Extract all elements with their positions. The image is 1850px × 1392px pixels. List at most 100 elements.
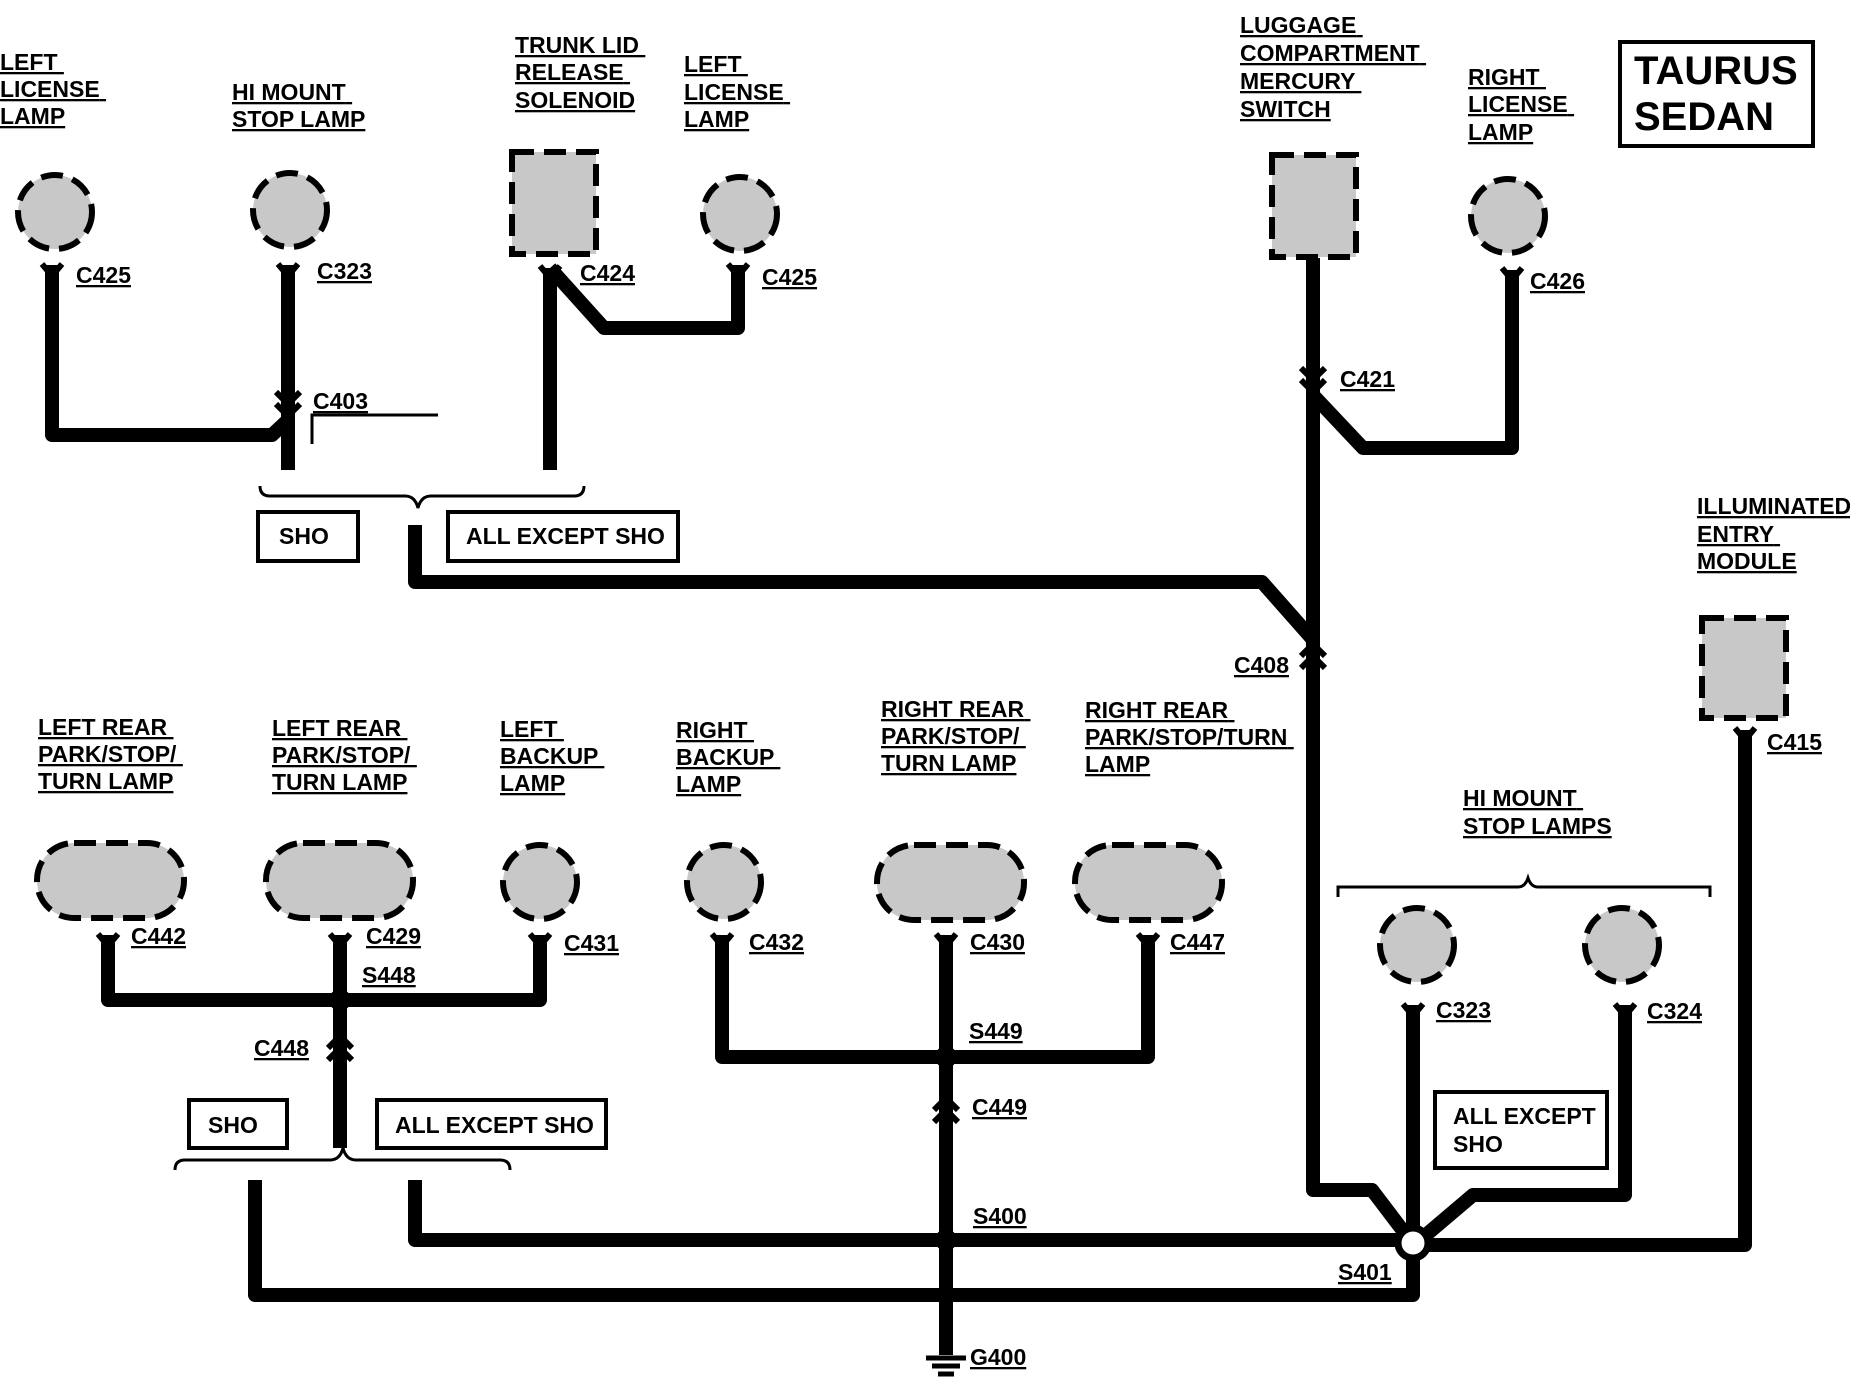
wire-c408-run xyxy=(408,525,1321,647)
right-backup-lamp xyxy=(684,842,764,922)
label-left-license-lamp-a: LEFT LICENSE LAMP xyxy=(0,49,106,129)
connector-c442: C442 xyxy=(131,923,186,949)
sho-box-top xyxy=(256,510,360,563)
sho-box-bottom xyxy=(187,1098,289,1150)
wire-all-except-sho-to-s400 xyxy=(408,1180,1413,1247)
all-except-sho-box-top xyxy=(446,510,680,563)
connector-c425-a: C425 xyxy=(76,262,131,288)
option-boxes: SHO ALL EXCEPT SHO SHO ALL EXCEPT SHO AL… xyxy=(187,510,1609,1170)
right-rear-park-stop-turn-lamp-a xyxy=(874,842,1027,923)
all-except-sho-right-line2: SHO xyxy=(1453,1131,1503,1157)
label-right-backup-lamp: RIGHT BACKUP LAMP xyxy=(676,717,780,797)
wire-c442-to-s448 xyxy=(101,935,547,1007)
c425-a-mark xyxy=(39,262,65,281)
wire-trunk-to-left-license xyxy=(544,263,745,335)
all-except-sho-box-right xyxy=(1433,1090,1609,1170)
c421-mark xyxy=(1298,365,1328,397)
left-license-lamp-a xyxy=(15,172,95,252)
c442-mark xyxy=(95,932,121,951)
components xyxy=(15,149,1789,985)
c415-mark xyxy=(1732,726,1758,745)
connector-c415: C415 xyxy=(1767,729,1822,755)
title-line2: SEDAN xyxy=(1634,95,1774,139)
connector-c324: C324 xyxy=(1647,998,1702,1024)
c431-mark xyxy=(527,932,553,951)
connector-c424: C424 xyxy=(580,260,635,286)
bracket-top xyxy=(258,485,586,509)
wire-c421-to-right-license xyxy=(1307,270,1519,455)
splice-s449: S449 xyxy=(969,1018,1023,1044)
connector-c432: C432 xyxy=(749,929,804,955)
connector-c323-b: C323 xyxy=(1436,997,1491,1023)
connector-labels: C425 C323 C424 C425 C403 C421 C426 C408 … xyxy=(76,258,1822,1370)
wire-hi-mount-c324-to-s401 xyxy=(1415,1005,1632,1246)
label-right-license-lamp: RIGHT LICENSE LAMP xyxy=(1468,64,1574,145)
all-except-sho-right-line1: ALL EXCEPT xyxy=(1453,1103,1596,1129)
label-left-rear-park-stop-turn-lamp-b: LEFT REAR PARK/STOP/ TURN LAMP xyxy=(272,715,417,795)
c403-leader xyxy=(310,413,438,444)
c323-b-mark xyxy=(1400,1002,1426,1021)
illuminated-entry-module xyxy=(1699,615,1789,721)
right-license-lamp xyxy=(1468,176,1548,256)
connector-c449: C449 xyxy=(972,1094,1027,1120)
trunk-lid-release-solenoid xyxy=(509,149,599,257)
c429-mark xyxy=(327,932,353,951)
splice-s448: S448 xyxy=(362,962,416,988)
connector-g400: G400 xyxy=(970,1344,1026,1370)
c447-mark xyxy=(1135,932,1161,951)
c324-mark xyxy=(1612,1002,1638,1021)
left-rear-park-stop-turn-lamp-a xyxy=(34,840,187,921)
c449-mark xyxy=(931,1093,961,1125)
title-frame xyxy=(1618,40,1815,148)
c426-mark xyxy=(1499,266,1525,285)
ground-symbol xyxy=(926,1355,966,1377)
wire-left-license-to-c403 xyxy=(45,265,293,442)
right-rear-park-stop-turn-lamp-b xyxy=(1072,842,1225,923)
label-right-rear-park-stop-turn-lamp-a: RIGHT REAR PARK/STOP/ TURN LAMP xyxy=(881,696,1031,776)
s448-dot xyxy=(329,989,351,1011)
splice-dots xyxy=(329,989,1432,1262)
left-backup-lamp xyxy=(500,842,580,922)
connector-c426: C426 xyxy=(1530,268,1585,294)
left-license-lamp-b xyxy=(700,174,780,254)
connector-c408: C408 xyxy=(1234,652,1289,678)
label-left-rear-park-stop-turn-lamp-a: LEFT REAR PARK/STOP/ TURN LAMP xyxy=(38,714,183,794)
wire-luggage-switch-to-s401 xyxy=(1306,258,1416,1245)
label-left-backup-lamp: LEFT BACKUP LAMP xyxy=(500,716,604,796)
c425-b-mark xyxy=(725,262,751,281)
title-line1: TAURUS xyxy=(1634,49,1798,93)
label-hi-mount-stop-lamps: HI MOUNT STOP LAMPS xyxy=(1463,785,1612,839)
title-box: TAURUS SEDAN xyxy=(1618,40,1815,148)
c432-mark xyxy=(709,932,735,951)
connector-c403: C403 xyxy=(313,388,368,414)
bracket-bottom xyxy=(173,1147,512,1171)
hi-mount-stop-lamp-left xyxy=(1377,905,1457,985)
label-luggage-compartment-mercury-switch: LUGGAGE COMPARTMENT MERCURY SWITCH xyxy=(1240,12,1426,122)
label-right-rear-park-stop-turn-lamp-b: RIGHT REAR PARK/STOP/TURN LAMP xyxy=(1085,697,1294,777)
c403-mark xyxy=(273,389,303,421)
hi-mount-stop-lamp-right xyxy=(1582,905,1662,985)
c448-mark xyxy=(325,1031,355,1063)
c424-mark xyxy=(537,264,563,283)
s401-dot xyxy=(1394,1224,1432,1262)
sho-top-label: SHO xyxy=(279,523,329,549)
connector-c431: C431 xyxy=(564,930,619,956)
brackets xyxy=(173,413,1712,1171)
label-trunk-lid-release-solenoid: TRUNK LID RELEASE SOLENOID xyxy=(515,32,645,113)
left-rear-park-stop-turn-lamp-b xyxy=(263,840,416,921)
wire-sho-to-s401 xyxy=(248,1180,1420,1302)
bracket-hi-mount xyxy=(1336,873,1712,897)
label-illuminated-entry-module: ILLUMINATED ENTRY MODULE xyxy=(1697,493,1850,574)
connector-marks xyxy=(39,262,1758,1125)
component-labels: LEFT LICENSE LAMP HI MOUNT STOP LAMP TRU… xyxy=(0,12,1850,839)
connector-c323-a: C323 xyxy=(317,258,372,284)
connector-c429: C429 xyxy=(366,923,421,949)
label-left-license-lamp-b: LEFT LICENSE LAMP xyxy=(684,51,790,132)
all-except-sho-box-bottom xyxy=(375,1098,608,1150)
c408-mark xyxy=(1298,639,1328,671)
label-hi-mount-stop-lamp: HI MOUNT STOP LAMP xyxy=(232,79,365,132)
sho-bottom-label: SHO xyxy=(208,1112,258,1138)
hi-mount-stop-lamp xyxy=(250,170,330,250)
connector-c430: C430 xyxy=(970,929,1025,955)
